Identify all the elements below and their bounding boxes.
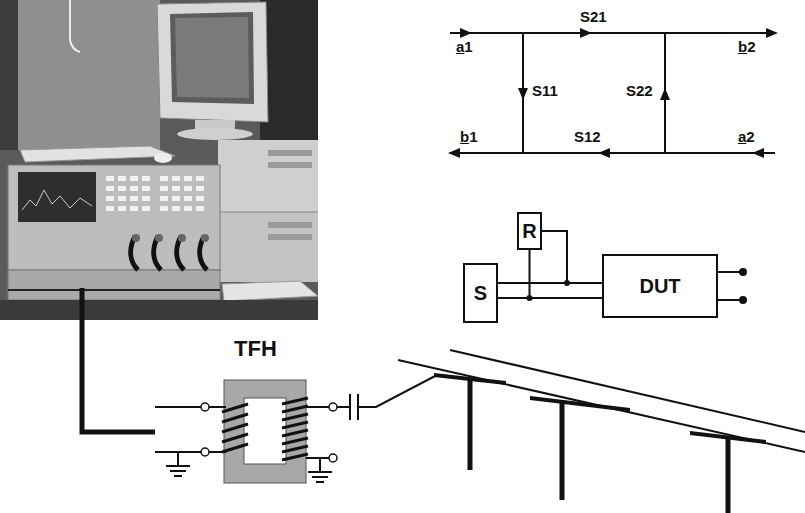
receiver-box: R (517, 212, 542, 250)
dut-box: DUT (602, 254, 718, 318)
cable (82, 288, 155, 432)
dut-terminals (718, 269, 746, 303)
node-text: S (474, 282, 487, 304)
transformer-label: TFH (234, 336, 277, 361)
wave-label: a1 (456, 38, 473, 55)
node-text: R (522, 220, 536, 242)
source-box: S (463, 263, 498, 323)
wire-connector (542, 231, 602, 283)
node-text: DUT (639, 275, 680, 297)
signal-flow-graph (450, 33, 775, 153)
s-parameter-label: S12 (574, 128, 601, 145)
wire-connector (498, 250, 530, 298)
equipment-photo (0, 0, 318, 320)
junction-dot (564, 280, 570, 286)
junction-dot (527, 295, 533, 301)
wave-label: b2 (738, 38, 756, 55)
wave-label: a2 (738, 128, 755, 145)
s-parameter-label: S11 (532, 82, 558, 99)
capacitor-symbol (337, 375, 437, 420)
s-parameter-label: S22 (626, 82, 653, 99)
s-parameter-label: S21 (580, 8, 607, 25)
transformer (155, 380, 337, 483)
wave-label: b1 (460, 128, 478, 145)
flow-arrowheads (448, 28, 778, 158)
overhead-line (398, 350, 805, 513)
